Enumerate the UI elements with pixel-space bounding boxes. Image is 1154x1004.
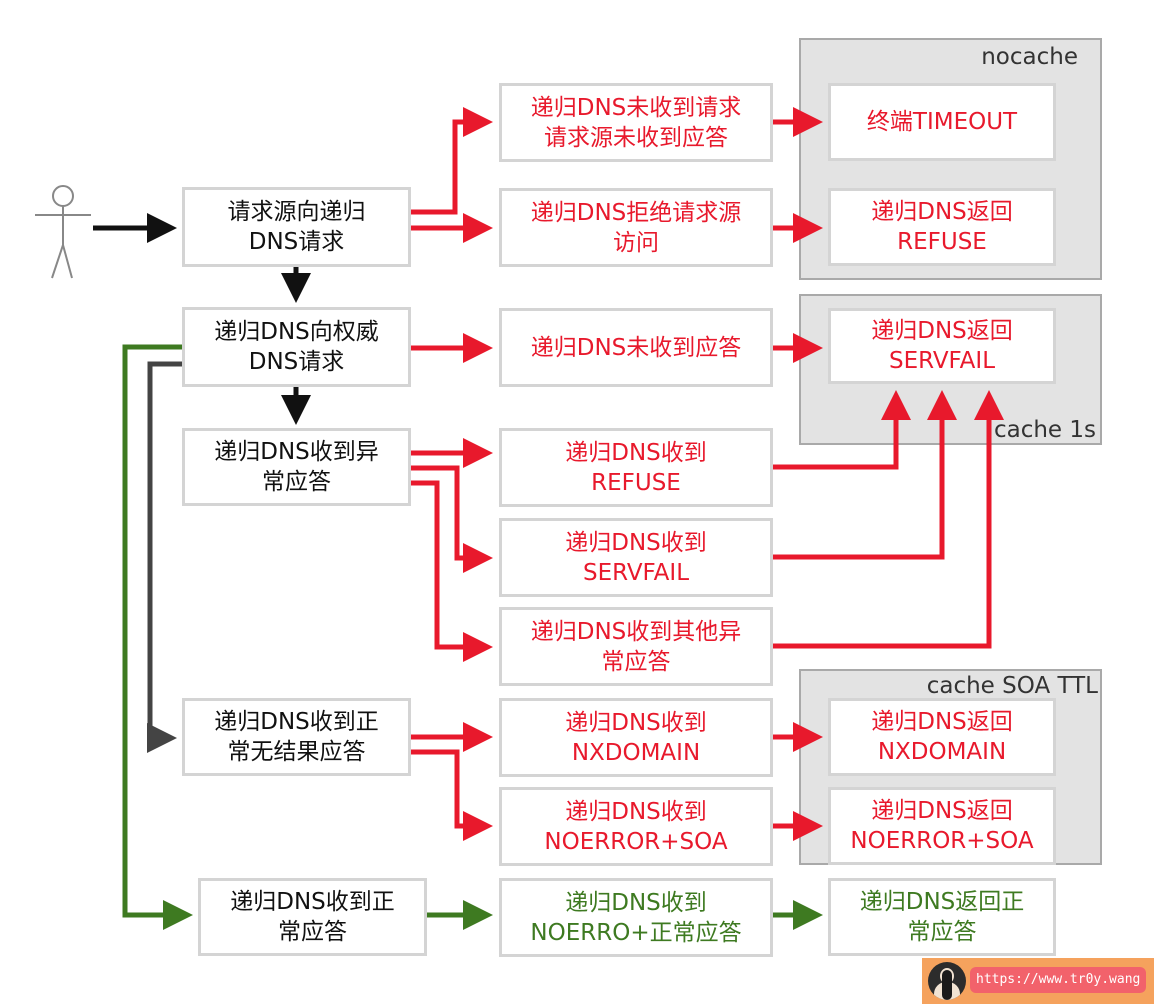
node-received-noerror-normal: 递归DNS收到 NOERRO+正常应答	[499, 878, 773, 957]
node-refuse-client: 递归DNS拒绝请求源 访问	[499, 188, 773, 267]
stick-figure-user-icon	[35, 185, 91, 279]
node-out-nxdomain: 递归DNS返回 NXDOMAIN	[828, 698, 1056, 776]
edge-auth-to-normal	[122, 344, 193, 930]
node-recursive-to-authoritative: 递归DNS向权威 DNS请求	[182, 307, 411, 387]
node-received-abnormal: 递归DNS收到异 常应答	[182, 428, 411, 506]
node-out-refuse: 递归DNS返回 REFUSE	[828, 188, 1056, 266]
node-received-nxdomain: 递归DNS收到 NXDOMAIN	[499, 698, 773, 777]
node-client-request: 请求源向递归 DNS请求	[182, 187, 411, 267]
node-out-normal: 递归DNS返回正 常应答	[828, 878, 1056, 956]
edge-abnormal-to-recv-other	[410, 480, 493, 662]
node-received-normal: 递归DNS收到正 常应答	[198, 878, 427, 956]
node-received-other-abnormal: 递归DNS收到其他异 常应答	[499, 607, 773, 686]
node-received-refuse: 递归DNS收到 REFUSE	[499, 428, 773, 507]
edge-abnormal-to-recv-servfail	[410, 465, 493, 573]
node-out-servfail: 递归DNS返回 SERVFAIL	[828, 308, 1056, 384]
group-label-cache-1s: cache 1s	[993, 417, 1096, 443]
node-out-noerror-soa: 递归DNS返回 NOERROR+SOA	[828, 787, 1056, 865]
edge-auth-to-empty	[147, 361, 183, 753]
avatar-icon	[928, 962, 966, 1000]
node-received-empty: 递归DNS收到正 常无结果应答	[182, 698, 411, 776]
watermark: https://www.tr0y.wang	[922, 958, 1154, 1004]
node-received-servfail: 递归DNS收到 SERVFAIL	[499, 518, 773, 597]
node-no-request-received: 递归DNS未收到请求 请求源未收到应答	[499, 83, 773, 162]
group-label-nocache: nocache	[981, 44, 1078, 70]
edge-empty-to-noerror-soa	[410, 749, 493, 841]
edge-request-to-no-request	[410, 107, 493, 215]
node-no-response-received: 递归DNS未收到应答	[499, 308, 773, 387]
node-out-timeout: 终端TIMEOUT	[828, 83, 1056, 161]
watermark-url[interactable]: https://www.tr0y.wang	[970, 967, 1147, 993]
node-received-noerror-soa: 递归DNS收到 NOERROR+SOA	[499, 787, 773, 866]
edge-recv-other-to-servfail	[772, 390, 1004, 649]
group-label-cache-soa-ttl: cache SOA TTL	[926, 673, 1098, 699]
edge-recv-refuse-to-servfail	[772, 390, 911, 470]
edge-recv-servfail-to-servfail	[772, 390, 957, 560]
